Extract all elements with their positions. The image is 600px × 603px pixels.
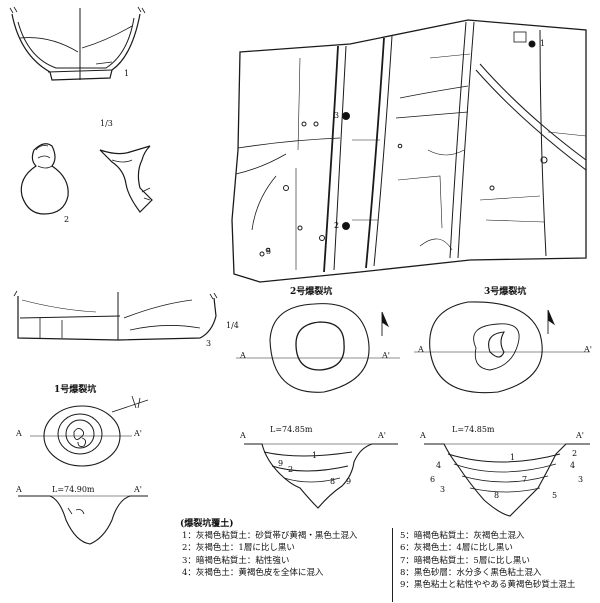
pit-2-layer: 2 [288, 465, 294, 474]
legend-entry: 2：灰褐色土：1層に比し黒い [182, 543, 295, 554]
artifact-1-label: 1 [124, 69, 130, 78]
scale-lower-label: 1/4 [226, 321, 239, 330]
map-marker-3-label: 3 [334, 111, 340, 120]
pit-3-a-left: A [418, 345, 424, 354]
artifact-3-vessel-drawing [13, 290, 218, 341]
map-pit-2-marker [342, 222, 350, 230]
legend-entry: 3：暗褐色粘質土：粘性強い [182, 555, 290, 566]
pit-3-layer: 3 [440, 485, 446, 494]
legend-right-column: 5：暗褐色粘質土：灰褐色土混入 6：灰褐色土：4層に比し黒い 7：暗褐色粘質土：… [400, 530, 575, 591]
pit-2-a-right-section: A' [378, 431, 386, 440]
pit-3-layer: 6 [430, 475, 436, 484]
pit-3-section [424, 443, 590, 517]
pit-1-a-right: A' [134, 429, 142, 438]
legend-left-column: 1：灰褐色粘質土：砂質帯び黄褐・黒色土混入 2：灰褐色土：1層に比し黒い 3：暗… [182, 530, 357, 579]
pit-1-a-right-section: A' [134, 485, 142, 494]
pit-3-layer: 3 [578, 475, 584, 484]
legend-entry: 9：黒色粘土と粘性ややある黄褐色砂質土混土 [400, 580, 576, 591]
pit-3-a-right: A' [584, 345, 592, 354]
pit-1-plan [30, 395, 149, 467]
pit-3-layer: 7 [522, 475, 528, 484]
pit-3-elevation: L=74.85m [452, 425, 495, 434]
pit-2-a-left-section: A [240, 431, 246, 440]
legend-entry: 5：暗褐色粘質土：灰褐色土混入 [400, 531, 525, 541]
legend-title: (爆裂坑覆土) [180, 519, 234, 529]
pit-3-layer: 1 [510, 453, 516, 462]
pit-2-layer: 9 [278, 459, 284, 468]
pit-2-elevation: L=74.85m [270, 425, 313, 434]
pit-1-section [18, 495, 148, 545]
pit-1-a-left-section: A [16, 485, 22, 494]
artifact-1-bowl-drawing [9, 6, 146, 81]
legend-divider [392, 528, 393, 602]
map-marker-2-label: 2 [334, 221, 340, 230]
pit-1-a-left: A [16, 429, 22, 438]
pit-3-title: 3号爆裂坑 [484, 287, 527, 297]
scale-upper-label: 1/3 [100, 119, 113, 128]
legend-entry: 7：暗褐色粘質土：5層に比し黒い [400, 555, 530, 566]
legend-entry: 1：灰褐色粘質土：砂質帯び黄褐・黒色土混入 [182, 531, 358, 541]
pit-2-layer: 8 [330, 477, 336, 486]
pit-2-section [244, 443, 398, 509]
pit-2-layer: 9 [346, 477, 352, 486]
map-marker-5-label: 5 [266, 247, 272, 256]
artifact-2-label: 2 [64, 215, 70, 224]
pit-2-layer: 1 [312, 451, 318, 460]
pit-3-layer: 8 [494, 491, 500, 500]
pit-1-elevation: L=74.90m [52, 485, 95, 494]
pit-3-layer: 4 [570, 461, 576, 470]
pit-3-a-left-section: A [420, 431, 426, 440]
artifact-3-label: 3 [206, 339, 212, 348]
legend-entry: 8：黒色砂層：水分多く黒色粘土混入 [400, 567, 542, 578]
pit-3-layer: 5 [552, 491, 558, 500]
pit-2-title: 2号爆裂坑 [290, 287, 333, 297]
pit-2-a-right: A' [382, 351, 390, 360]
map-pit-1-marker [528, 40, 536, 48]
pit-2-a-left: A [240, 351, 246, 360]
map-pit-3-marker [342, 112, 350, 120]
site-plan-map [231, 19, 587, 283]
artifact-shard-drawing [99, 145, 153, 213]
legend-entry: 6：灰褐色土：4層に比し黒い [400, 543, 513, 554]
pit-3-layer: 2 [572, 449, 578, 458]
pit-3-a-right-section: A' [576, 431, 584, 440]
legend-entry: 4：灰褐色土：黄褐色皮を全体に混入 [182, 567, 324, 578]
pit-3-layer: 4 [436, 461, 442, 470]
pit-1-title: 1号爆裂坑 [54, 385, 97, 395]
pit-3-plan [414, 301, 590, 394]
map-marker-1-label: 1 [540, 39, 546, 48]
artifact-2-jar-drawing [20, 143, 69, 215]
pit-2-plan [236, 303, 400, 393]
